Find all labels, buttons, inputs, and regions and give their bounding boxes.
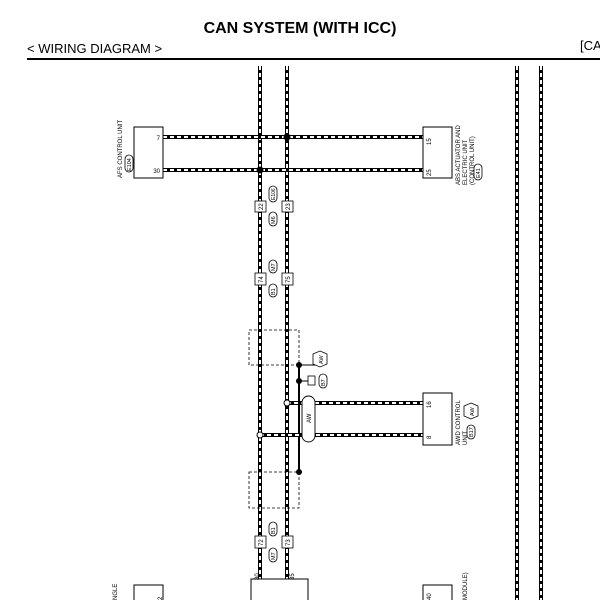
aw-bus-option: AW bbox=[301, 395, 316, 443]
bottom-right-pin: 40 bbox=[427, 593, 433, 600]
connector-pin: 75 bbox=[286, 276, 292, 283]
connector-upper: 22 23 M6 E106 bbox=[254, 185, 294, 227]
junction-dot bbox=[256, 166, 264, 174]
b7-connector: B7 bbox=[307, 373, 328, 389]
bus-option-text: AW bbox=[307, 413, 313, 423]
abs-actuator-unit: 15 25 ABS ACTUATOR AND ELECTRIC UNIT (CO… bbox=[422, 125, 483, 185]
abs-unit-label-1: ABS ACTUATOR AND bbox=[456, 125, 462, 185]
b7-tag-text: B7 bbox=[321, 379, 327, 386]
connector-id: M6 bbox=[271, 216, 277, 224]
abs-connector-id: E41 bbox=[476, 168, 482, 178]
bottom-right-unit: 40 MODULE) bbox=[422, 572, 469, 600]
awd-connector-id: B17 bbox=[469, 427, 475, 437]
shield-box-lower bbox=[248, 471, 300, 509]
connector-pin: 73 bbox=[286, 539, 292, 546]
awd-pin-16: 16 bbox=[427, 401, 433, 408]
awd-option-tag bbox=[463, 402, 479, 420]
section-label: < WIRING DIAGRAM > bbox=[27, 41, 163, 56]
connector-pin: 22 bbox=[259, 203, 265, 210]
junction-dot bbox=[296, 469, 302, 475]
bottom-right-label: MODULE) bbox=[463, 572, 469, 600]
afs-connector-id: E104 bbox=[127, 158, 133, 171]
awd-control-unit: 16 8 AWD CONTROL UNIT B17 AW bbox=[422, 392, 479, 446]
header-rule bbox=[27, 58, 600, 60]
afs-pin-7: 7 bbox=[157, 136, 161, 142]
connector-id: M7 bbox=[271, 263, 277, 271]
shield-box-upper bbox=[248, 329, 300, 366]
junction-dot bbox=[283, 133, 291, 141]
abs-pin-15: 15 bbox=[427, 138, 433, 145]
afs-connector-tag bbox=[124, 154, 134, 173]
afs-pin-30: 30 bbox=[153, 169, 160, 175]
connector-pin: 74 bbox=[259, 276, 265, 283]
splice-open bbox=[256, 431, 264, 439]
splice-open bbox=[283, 399, 291, 407]
bottom-center-unit: 30 35 bbox=[250, 573, 309, 600]
abs-pin-25: 25 bbox=[427, 169, 433, 176]
awd-unit-label-2: UNIT bbox=[463, 431, 469, 445]
afs-unit-label: AFS CONTROL UNIT bbox=[118, 120, 124, 178]
connector-middle: 74 75 B1 M7 bbox=[254, 259, 294, 298]
bottom-left-pin: 2 bbox=[158, 596, 164, 600]
abs-unit-label-2: ELECTRIC UNIT bbox=[463, 139, 469, 185]
connector-id: B1 bbox=[271, 527, 277, 534]
bottom-left-unit: 2 NGLE bbox=[113, 584, 164, 600]
awd-tag-text: AW bbox=[470, 407, 476, 416]
connector-pin: 23 bbox=[286, 203, 292, 210]
awd-connector-tag bbox=[466, 424, 476, 440]
section-code: [CA bbox=[580, 38, 600, 53]
connector-lower: 72 73 M7 B1 bbox=[254, 521, 294, 563]
abs-connector-tag bbox=[473, 163, 483, 181]
bottom-left-label: NGLE bbox=[113, 584, 119, 600]
abs-unit-label-3: (CONTROL UNIT) bbox=[470, 136, 476, 185]
bottom-center-pin: 30 bbox=[255, 573, 261, 580]
afs-control-unit: 7 30 AFS CONTROL UNIT E104 bbox=[118, 120, 164, 179]
connector-id: E106 bbox=[271, 188, 277, 200]
awd-unit-label-1: AWD CONTROL bbox=[456, 400, 462, 445]
aw-option-tag: AW bbox=[312, 350, 328, 368]
connector-id: M7 bbox=[271, 552, 277, 560]
connector-id: B1 bbox=[271, 288, 277, 295]
page-title: CAN SYSTEM (WITH ICC) bbox=[203, 20, 397, 37]
awd-pin-8: 8 bbox=[427, 435, 433, 439]
connector-pin: 72 bbox=[259, 539, 265, 546]
bottom-center-pin: 35 bbox=[290, 573, 296, 580]
aw-tag-text: AW bbox=[319, 355, 325, 364]
